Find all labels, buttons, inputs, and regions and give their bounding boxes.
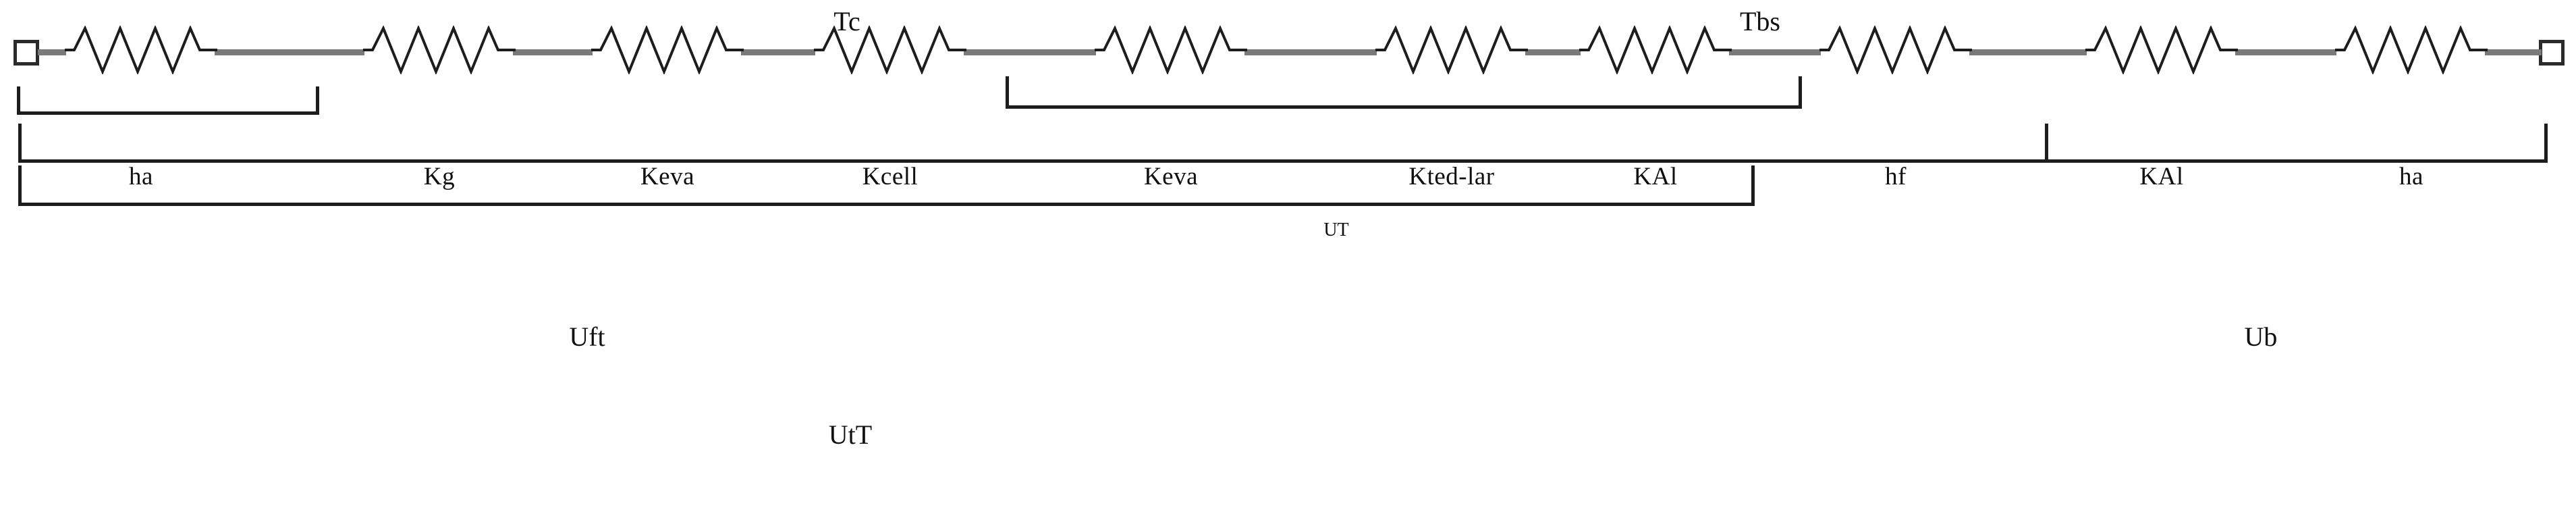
wire-segment	[513, 49, 593, 55]
wire-segment	[2235, 49, 2336, 55]
resistor-kal-2	[2085, 26, 2238, 74]
bracket-arm-left	[18, 165, 22, 206]
bracket-arm-right	[2045, 124, 2048, 163]
node-label-tbs: Tbs	[1740, 6, 1780, 36]
right-terminal	[2539, 40, 2565, 66]
resistor-label-keva-2: Keva	[1143, 163, 1199, 190]
resistor-label-kal-2: KAl	[2139, 163, 2184, 190]
wire-segment	[741, 49, 815, 55]
wire-segment	[38, 49, 66, 55]
bracket-group-ut	[1006, 76, 1802, 109]
resistor-label-hf: hf	[1885, 163, 1907, 190]
resistor-kted-lar	[1375, 26, 1528, 74]
bracket-label-utt: UtT	[828, 419, 873, 450]
bracket-arm-left	[17, 86, 20, 115]
bracket-arm-left	[18, 124, 22, 163]
wire-segment	[1525, 49, 1581, 55]
wire-segment	[1244, 49, 1377, 55]
resistor-label-kal-1: KAl	[1633, 163, 1678, 190]
bracket-arm-left	[1006, 76, 1009, 109]
wire-segment	[2485, 49, 2542, 55]
wire-segment	[215, 49, 364, 55]
bracket-bar	[1006, 105, 1802, 109]
resistor-kal-1	[1579, 26, 1732, 74]
bracket-group-uft	[18, 124, 2048, 163]
resistor-kg	[363, 26, 516, 74]
bracket-group-1	[17, 86, 319, 115]
bracket-bar	[17, 111, 319, 115]
bracket-label-uft: Uft	[569, 321, 605, 352]
resistor-label-ha-2: ha	[2399, 163, 2423, 190]
wire-segment	[964, 49, 1096, 55]
resistor-hf	[1819, 26, 1972, 74]
bracket-arm-right	[2544, 124, 2548, 163]
bracket-label-ub: Ub	[2244, 321, 2278, 352]
node-label-tc: Tc	[833, 6, 860, 36]
bracket-group-utt	[18, 165, 1755, 206]
wire-segment	[1969, 49, 2087, 55]
resistor-ha-1	[65, 26, 217, 74]
resistor-ha-2	[2335, 26, 2488, 74]
bracket-label-ut: UT	[1323, 220, 1349, 240]
bracket-arm-right	[1751, 165, 1755, 206]
bracket-group-ub	[2045, 124, 2548, 163]
bracket-bar	[18, 159, 2048, 163]
resistor-keva-1	[591, 26, 744, 74]
resistor-keva-2	[1095, 26, 1247, 74]
bracket-arm-right	[316, 86, 319, 115]
resistor-label-kted-lar: Kted-lar	[1408, 163, 1495, 190]
bracket-arm-right	[1799, 76, 1802, 109]
resistor-label-ha-1: ha	[129, 163, 153, 190]
resistor-label-keva-1: Keva	[640, 163, 695, 190]
bracket-bar	[2045, 159, 2548, 163]
resistor-kcell	[814, 26, 966, 74]
wire-segment	[1729, 49, 1821, 55]
left-terminal	[13, 40, 39, 66]
resistor-label-kcell: Kcell	[862, 163, 919, 190]
resistor-label-kg: Kg	[423, 163, 456, 190]
bracket-bar	[18, 203, 1755, 206]
